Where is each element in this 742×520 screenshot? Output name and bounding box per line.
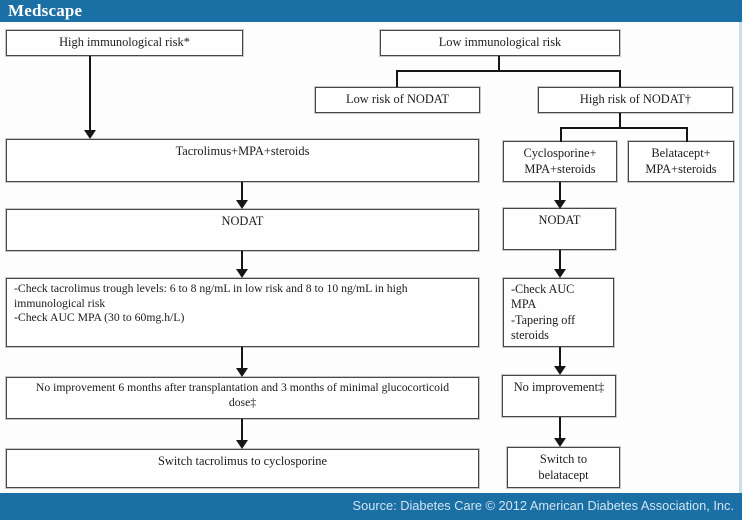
connector-highrisk-to-tacrolimus xyxy=(89,56,91,132)
node-tacrolimus-regimen: Tacrolimus+MPA+steroids xyxy=(6,139,479,182)
node-nodat-right: NODAT xyxy=(503,208,616,250)
connector-to-high-nodat xyxy=(619,70,621,87)
arrow-down-icon xyxy=(84,130,96,139)
connector-nodat-to-monitoring xyxy=(241,251,243,270)
connector-noimprovement-to-switch-right xyxy=(559,417,561,439)
node-switch-tacrolimus-to-cyclosporine: Switch tacrolimus to cyclosporine xyxy=(6,449,479,488)
arrow-down-icon xyxy=(554,200,566,209)
connector-tacrolimus-to-nodat xyxy=(241,182,243,201)
medscape-logo: Medscape xyxy=(8,1,83,20)
node-monitoring-left: -Check tacrolimus trough levels: 6 to 8 … xyxy=(6,278,479,347)
node-no-improvement-left: No improvement 6 months after transplant… xyxy=(6,377,479,419)
arrow-down-icon xyxy=(554,438,566,447)
node-cyclosporine-regimen: Cyclosporine+ MPA+steroids xyxy=(503,141,617,182)
arrow-down-icon xyxy=(554,269,566,278)
node-high-immunological-risk: High immunological risk* xyxy=(6,30,243,56)
node-monitoring-right: -Check AUC MPA -Tapering off steroids xyxy=(503,278,614,347)
node-no-improvement-right: No improvement‡ xyxy=(502,375,616,417)
connector-monitoring-to-noimprovement xyxy=(241,347,243,369)
connector-monitoring-to-noimprovement-right xyxy=(559,347,561,367)
arrow-down-icon xyxy=(554,366,566,375)
node-belatacept-regimen: Belatacept+ MPA+steroids xyxy=(628,141,734,182)
arrow-down-icon xyxy=(236,440,248,449)
node-nodat-left: NODAT xyxy=(6,209,479,251)
node-low-risk-of-nodat: Low risk of NODAT xyxy=(315,87,480,113)
node-high-risk-of-nodat: High risk of NODAT† xyxy=(538,87,733,113)
source-attribution: Source: Diabetes Care © 2012 American Di… xyxy=(352,498,734,513)
arrow-down-icon xyxy=(236,269,248,278)
connector-lowrisk-stem xyxy=(498,56,500,71)
connector-to-low-nodat xyxy=(396,70,398,87)
connector-noimprovement-to-switch xyxy=(241,419,243,441)
connector-highnodat-branch xyxy=(560,127,688,129)
connector-cyclosporine-to-nodat xyxy=(559,182,561,201)
header-bar: Medscape xyxy=(0,0,742,22)
footer-bar: Source: Diabetes Care © 2012 American Di… xyxy=(0,493,742,520)
connector-highnodat-stem xyxy=(619,113,621,128)
node-low-immunological-risk: Low immunological risk xyxy=(380,30,620,56)
right-edge-accent xyxy=(739,22,742,493)
connector-to-belatacept xyxy=(686,127,688,142)
connector-nodat-to-monitoring-right xyxy=(559,250,561,270)
connector-lowrisk-branch xyxy=(396,70,621,72)
connector-to-cyclosporine xyxy=(560,127,562,142)
arrow-down-icon xyxy=(236,368,248,377)
node-switch-to-belatacept: Switch to belatacept xyxy=(507,447,620,488)
arrow-down-icon xyxy=(236,200,248,209)
